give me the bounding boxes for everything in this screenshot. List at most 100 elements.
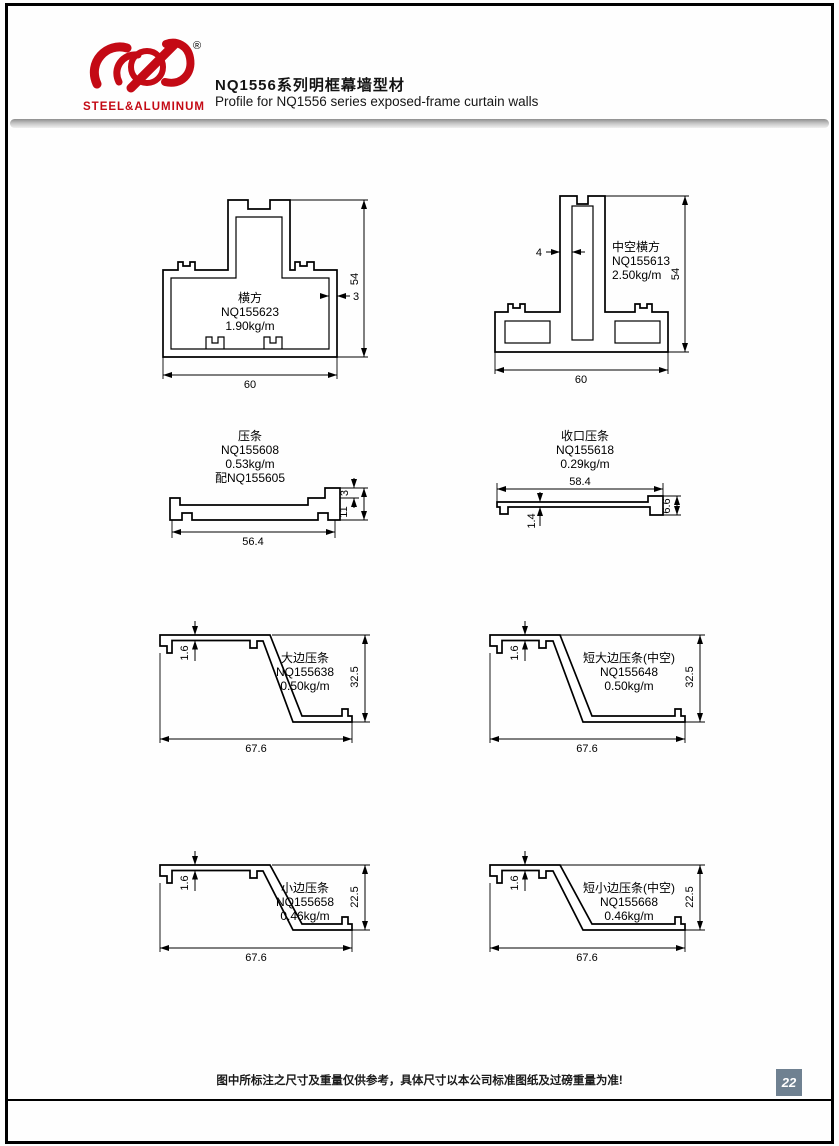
profile-label: 横方 NQ155623 1.90kg/m	[195, 291, 305, 333]
dim-width-label: 67.6	[576, 952, 597, 964]
logo-stroke-right	[161, 38, 195, 87]
profile-name: 中空横方	[612, 240, 661, 254]
dim-thickness-label: 1.6	[179, 645, 191, 660]
profile-label: 大边压条 NQ155638 0.50kg/m	[255, 651, 355, 693]
dim-thickness-label: 1.6	[509, 875, 521, 890]
dim-width-label: 67.6	[245, 743, 266, 755]
page-title-en: Profile for NQ1556 series exposed-frame …	[215, 94, 539, 109]
profile-drawing-nq155618: 58.4 6.6 1.4	[496, 476, 681, 529]
profile-weight: 1.90kg/m	[225, 319, 275, 333]
profile-label: 短大边压条(中空) NQ155648 0.50kg/m	[569, 651, 689, 693]
dim-width-label: 60	[244, 379, 256, 391]
profile-outline	[496, 495, 664, 516]
header-divider	[10, 119, 829, 128]
dimensions: 3 54 60	[162, 199, 368, 391]
dimensions: 1.6 32.5 67.6	[159, 621, 370, 755]
dim-height-label: 32.5	[349, 666, 361, 687]
dimensions: 56.4 3 11	[171, 478, 368, 548]
profile-name: 收口压条	[560, 429, 609, 443]
logo-circle	[128, 48, 166, 86]
profile-name: 短小边压条(中空)	[583, 881, 675, 895]
profile-hollow-core	[571, 205, 594, 341]
dim-width-label: 67.6	[245, 952, 266, 964]
dim-height-label: 54	[349, 273, 361, 285]
dim-thickness-label: 1.6	[509, 645, 521, 660]
profile-code: NQ155623	[220, 305, 280, 319]
profile-label: 短小边压条(中空) NQ155668 0.46kg/m	[569, 881, 689, 923]
dim-width-label: 67.6	[576, 743, 597, 755]
dim-hook-label: 6.6	[661, 498, 673, 513]
profile-drawing-nq155608: 56.4 3 11	[169, 478, 368, 548]
registered-mark: ®	[193, 40, 201, 52]
dim-height-label: 22.5	[684, 886, 696, 907]
profile-outline	[159, 634, 353, 723]
profile-code: NQ155608	[220, 443, 280, 457]
profile-weight: 0.50kg/m	[280, 679, 330, 693]
profile-outline	[162, 199, 338, 358]
base-chamber-right	[614, 320, 661, 344]
profile-code: NQ155658	[275, 895, 335, 909]
profile-weight: 0.29kg/m	[560, 457, 610, 471]
dim-height-label: 54	[670, 268, 682, 280]
profile-outline	[159, 864, 353, 931]
screw-boss-right	[263, 336, 283, 349]
profile-weight: 0.46kg/m	[604, 909, 654, 923]
dim-height-label: 11	[338, 506, 350, 517]
profile-name: 压条	[237, 429, 262, 443]
profile-outline	[169, 487, 341, 521]
profile-drawing-nq155623: 3 54 60	[162, 199, 368, 391]
profile-drawing-nq155613: 4 54 60	[494, 195, 689, 386]
profile-drawing-nq155668: 1.6 22.5 67.6	[489, 851, 705, 964]
dimensions: 1.6 22.5 67.6	[159, 851, 370, 964]
profile-drawing-nq155658: 1.6 22.5 67.6	[159, 851, 370, 964]
page-title-zh: NQ1556系列明框幕墙型材	[215, 77, 405, 94]
profile-code: NQ155668	[599, 895, 659, 909]
profile-name: 大边压条	[280, 651, 329, 665]
profile-weight: 0.46kg/m	[280, 909, 330, 923]
brand-wordmark: STEEL&ALUMINUM	[83, 101, 205, 113]
dim-lip-label: 3	[339, 490, 351, 496]
dim-thickness-label: 1.4	[526, 513, 538, 528]
profile-outline	[489, 634, 686, 723]
dimensions: 4 54 60	[494, 195, 689, 386]
profile-code: NQ155638	[275, 665, 335, 679]
profile-label: 压条 NQ155608 0.53kg/m 配NQ155605	[195, 429, 305, 485]
dimensions: 58.4 6.6 1.4	[496, 476, 681, 529]
profile-name: 小边压条	[280, 881, 329, 895]
profile-extra: 配NQ155605	[214, 471, 286, 485]
dim-height-label: 22.5	[349, 886, 361, 907]
profile-code: NQ155648	[599, 665, 659, 679]
brand-logo: ®	[89, 38, 201, 93]
profile-outline	[494, 195, 669, 353]
profile-outline	[489, 864, 686, 931]
profile-weight: 2.50kg/m	[612, 268, 662, 282]
page-border-frame	[5, 3, 834, 1144]
base-chamber-left	[504, 320, 551, 344]
dim-wall-label: 3	[353, 291, 359, 303]
dim-width-label: 60	[575, 374, 587, 386]
profile-drawing-nq155638: 1.6 32.5 67.6	[159, 621, 370, 755]
profile-code: NQ155618	[555, 443, 615, 457]
profile-drawing-nq155648: 1.6 32.5 67.6	[489, 621, 705, 755]
dimensions: 1.6 22.5 67.6	[489, 851, 705, 964]
page-number-badge: 22	[776, 1069, 802, 1096]
logo-slash	[126, 39, 180, 93]
profile-label: 小边压条 NQ155658 0.46kg/m	[255, 881, 355, 923]
logo-stroke-left	[89, 42, 132, 89]
dim-width-label: 56.4	[242, 536, 263, 548]
profile-label: 收口压条 NQ155618 0.29kg/m	[530, 429, 640, 471]
dim-width-label: 58.4	[569, 476, 590, 488]
dimensions: 1.6 32.5 67.6	[489, 621, 705, 755]
profile-weight: 0.53kg/m	[225, 457, 275, 471]
profile-label: 中空横方 NQ155613 2.50kg/m	[612, 240, 707, 282]
dim-height-label: 32.5	[684, 666, 696, 687]
footer-note: 图中所标注之尺寸及重量仅供参考，具体尺寸以本公司标准图纸及过磅重量为准!	[216, 1075, 623, 1087]
profile-name: 横方	[237, 291, 262, 305]
profile-weight: 0.50kg/m	[604, 679, 654, 693]
footer-divider-line	[8, 1099, 831, 1101]
screw-boss-left	[205, 336, 225, 349]
profile-name: 短大边压条(中空)	[583, 651, 675, 665]
profile-code: NQ155613	[612, 254, 671, 268]
dim-wall-label: 4	[536, 247, 542, 259]
